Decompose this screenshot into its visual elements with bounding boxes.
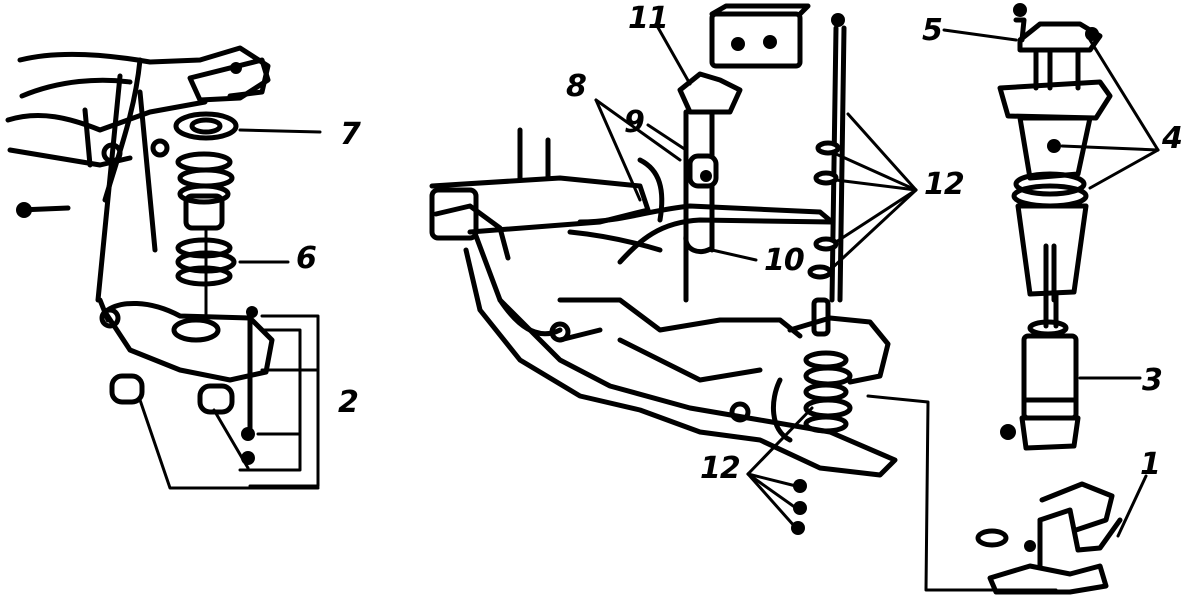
- callout-12-upper: 12: [924, 167, 965, 202]
- callout-3: 3: [1142, 363, 1163, 398]
- callout-5: 5: [922, 13, 943, 48]
- left-spring-assembly: [5, 45, 322, 490]
- callout-11: 11: [628, 1, 669, 36]
- callout-7: 7: [340, 117, 361, 152]
- callout-8: 8: [566, 69, 587, 104]
- callout-1: 1: [1140, 447, 1161, 482]
- callout-4: 4: [1162, 121, 1183, 156]
- callout-10: 10: [764, 243, 805, 278]
- callout-12-lower: 12: [700, 451, 741, 486]
- callout-2: 2: [338, 385, 359, 420]
- center-stabilizer-assembly: [429, 3, 1058, 592]
- callout-6: 6: [296, 241, 317, 276]
- right-strut-assembly: [942, 3, 1160, 595]
- callout-9: 9: [624, 105, 645, 140]
